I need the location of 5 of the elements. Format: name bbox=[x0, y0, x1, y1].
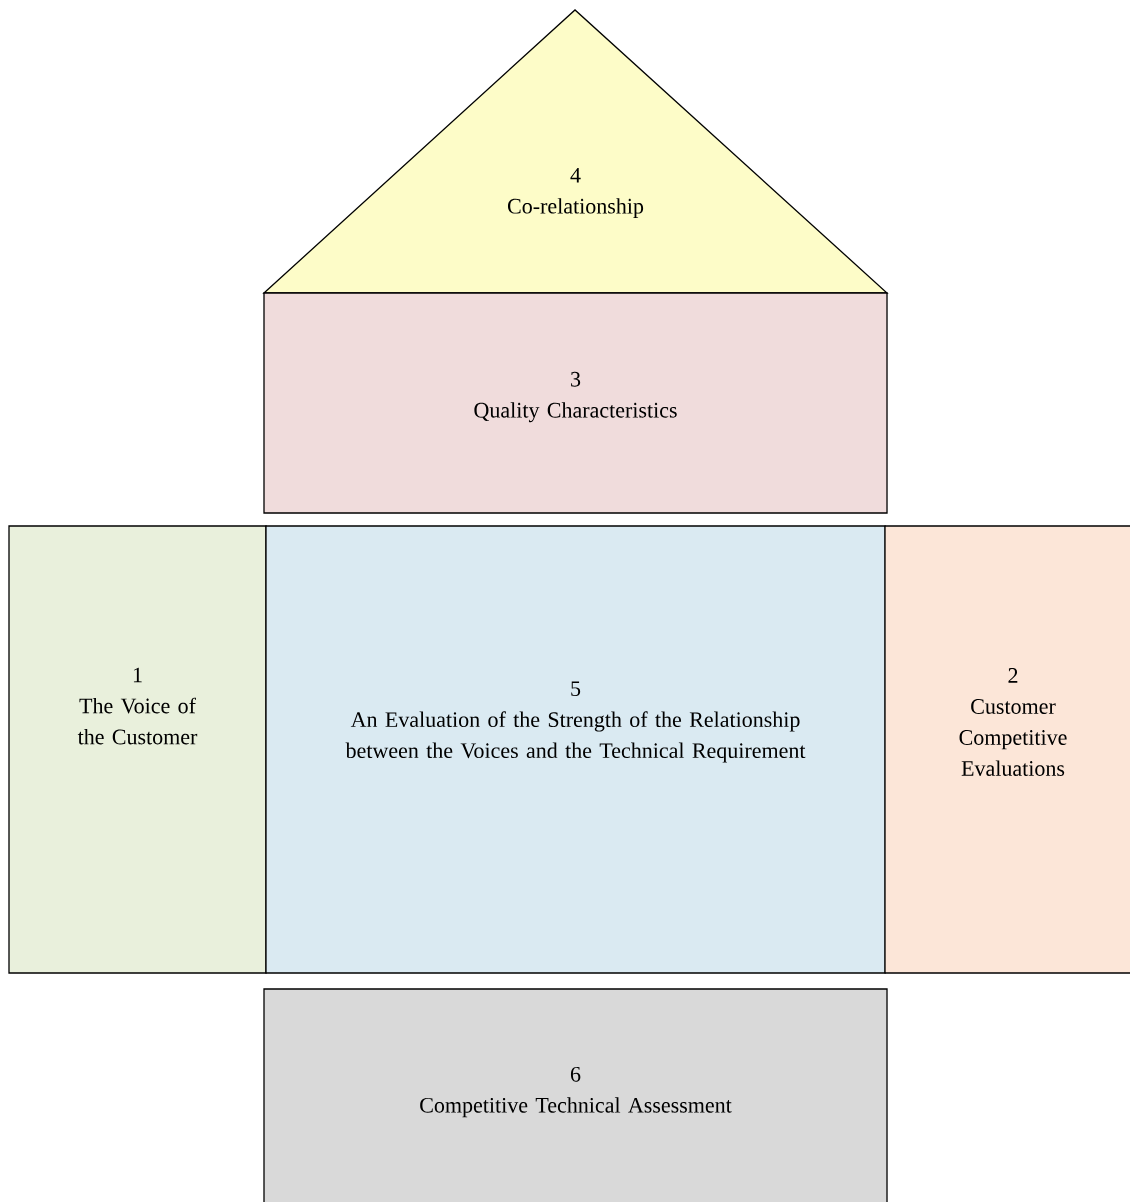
ceiling-box: 3 Quality Characteristics bbox=[263, 292, 888, 514]
floor-box: 6 Competitive Technical Assessment bbox=[263, 988, 888, 1202]
right-wall-box: 2 Customer Competitive Evaluations bbox=[884, 525, 1130, 974]
left-wall-box: 1 The Voice of the Customer bbox=[8, 525, 267, 974]
center-box: 5 An Evaluation of the Strength of the Relationship between the Voices and the Technical Requirement bbox=[265, 525, 886, 974]
